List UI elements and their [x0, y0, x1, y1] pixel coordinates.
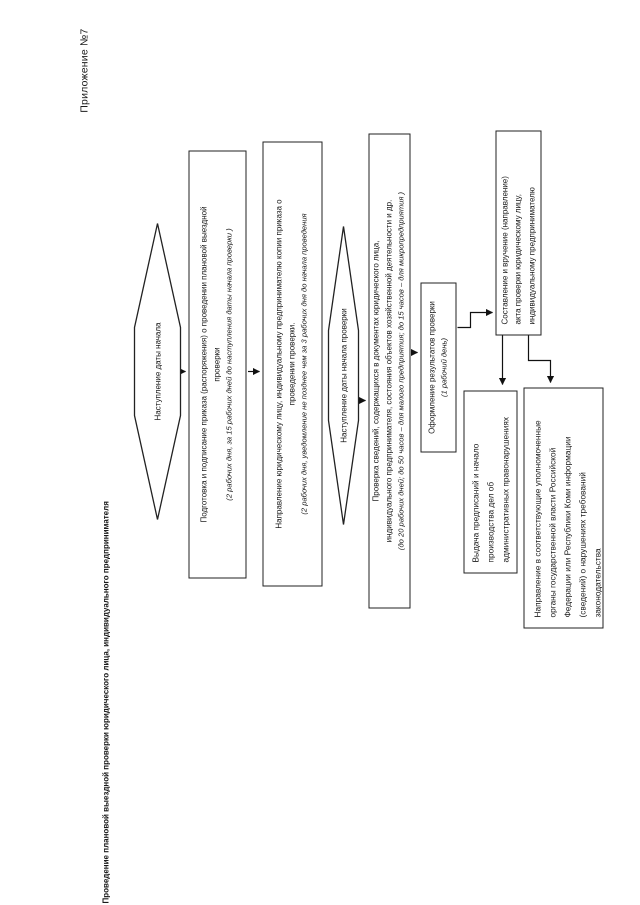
notify-line: Федерации или Республики Коми информации: [562, 436, 572, 617]
verification-line: Проверка сведений, содержащихся в докуме…: [371, 240, 381, 501]
arrow-act-to-notify: [527, 335, 554, 383]
results-box: Оформление результатов проверки (1 рабоч…: [420, 282, 456, 452]
start-date-label: Наступление даты начала: [152, 322, 162, 420]
hexagon-shape: [327, 225, 359, 525]
results-line: Оформление результатов проверки: [426, 300, 436, 434]
send-copy-note: (2 рабочих дня, уведомление не позднее ч…: [299, 212, 309, 515]
prepare-order-line: проверки: [211, 346, 221, 382]
prescriptions-line: Выдача предписаний и начало: [469, 443, 480, 562]
prescriptions-box: Выдача предписаний и начало производства…: [463, 390, 517, 573]
act-line: индивидуальному предпринимателю: [526, 186, 536, 324]
check-start-label: Наступление даты начала проверки: [338, 307, 348, 443]
notify-line: законодательства: [592, 547, 602, 617]
verification-note: (до 20 рабочих дней; до 50 часов – для м…: [396, 191, 406, 550]
notify-box: Направление в соответствующие уполномоче…: [523, 387, 603, 628]
send-copy-line: проведении проверки.: [286, 322, 296, 405]
notify-line: Направление в соответствующие уполномоче…: [532, 419, 542, 617]
prescriptions-line: производства дел об: [484, 481, 495, 562]
arrow-results-to-act: [457, 308, 493, 328]
notify-line: (сведений) о нарушениях требований: [577, 471, 587, 617]
verification-box: Проверка сведений, содержащихся в докуме…: [368, 133, 410, 608]
verification-line: индивидуального предпринимателя, состоян…: [383, 199, 393, 542]
hexagon-shape: [133, 222, 181, 520]
send-copy-box: Направление юридическому лицу, индивидуа…: [262, 141, 322, 586]
prepare-order-note: (2 рабочих дня, за 15 рабочих дней до на…: [224, 227, 234, 501]
act-line: Составление и вручение (направление): [499, 175, 509, 324]
start-date-hexagon: Наступление даты начала: [133, 222, 181, 520]
prescriptions-line: административных правонарушениях: [499, 416, 510, 563]
notify-line: органы государственной власти Российской: [547, 447, 557, 617]
act-line: акта проверки юридическому лицу,: [513, 193, 523, 324]
results-note: (1 рабочий день): [439, 337, 448, 397]
act-box: Составление и вручение (направление) акт…: [495, 130, 541, 335]
check-start-hexagon: Наступление даты начала проверки: [327, 225, 359, 525]
send-copy-line: Направление юридическому лицу, индивидуа…: [274, 198, 284, 529]
prepare-order-box: Подготовка и подписание приказа (распоря…: [188, 150, 246, 578]
prepare-order-line: Подготовка и подписание приказа (распоря…: [199, 205, 209, 523]
